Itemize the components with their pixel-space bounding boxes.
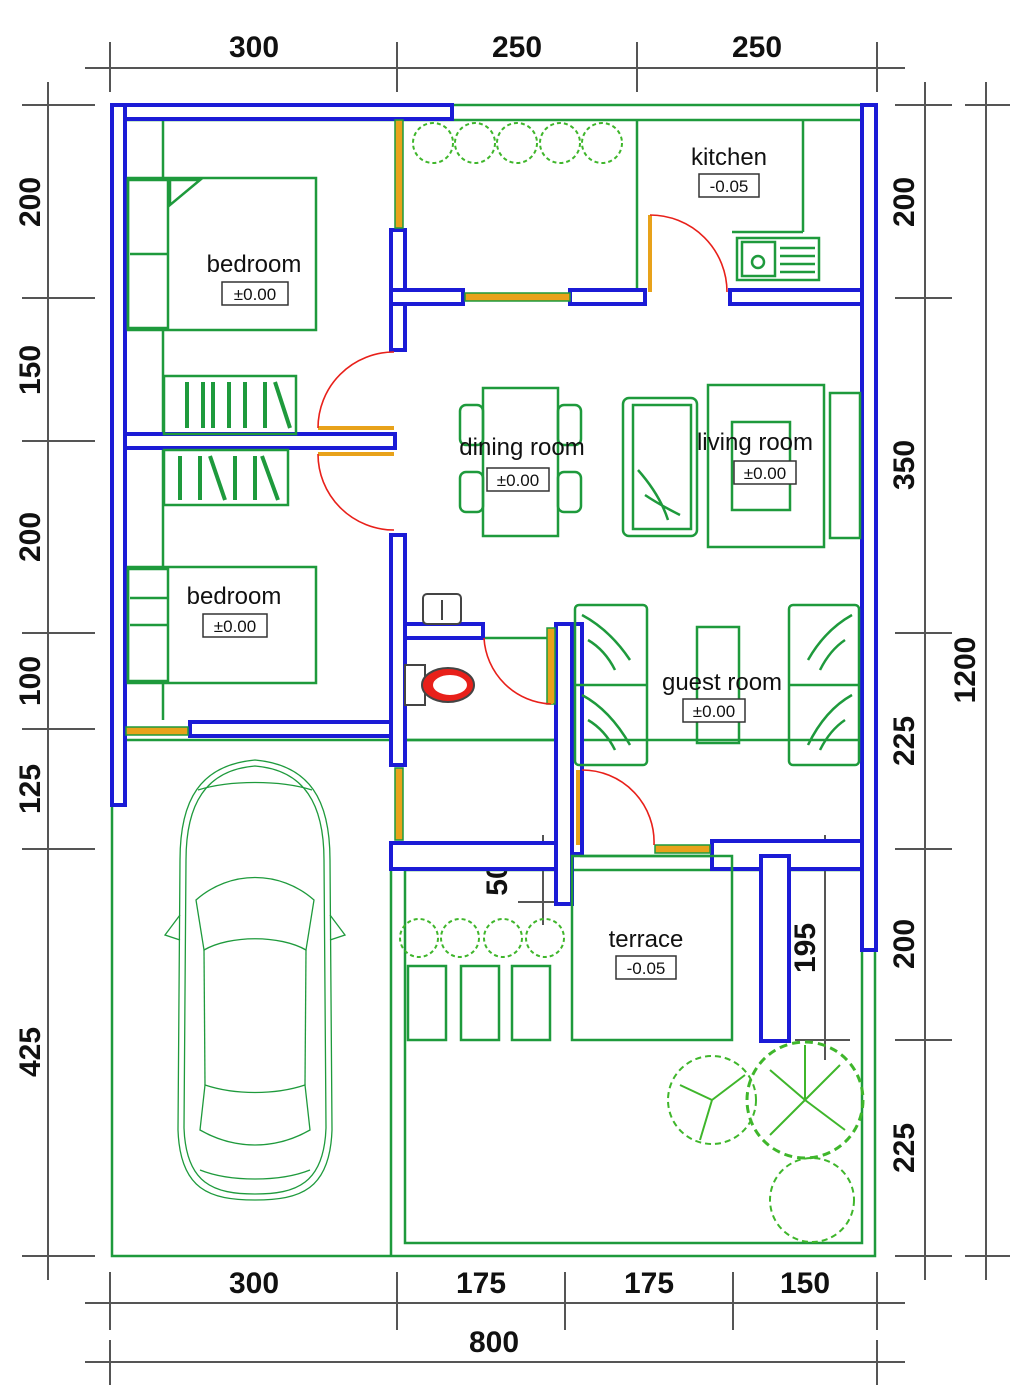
bathroom-fixtures [404, 593, 475, 706]
dim-total-width: 800 [469, 1326, 519, 1359]
room-level: -0.05 [710, 177, 749, 196]
terrace-outline [570, 854, 734, 1042]
room-bedroom-1: bedroom ±0.00 [207, 251, 302, 306]
dim-left-1: 200 [14, 177, 47, 227]
bedroom-2-furniture [126, 448, 318, 685]
room-name: living room [697, 429, 813, 456]
dim-right-3: 225 [888, 716, 921, 766]
room-level: ±0.00 [234, 285, 276, 304]
dim-top-1: 300 [229, 31, 279, 64]
dim-left-2: 150 [14, 345, 47, 395]
car-icon [163, 759, 347, 1201]
tree-icon [667, 1040, 865, 1243]
room-name: guest room [662, 669, 782, 696]
room-kitchen: kitchen -0.05 [691, 144, 767, 198]
dim-bottom-3: 175 [624, 1267, 674, 1300]
plants-front [399, 918, 565, 958]
dim-left-5: 125 [14, 764, 47, 814]
dim-bottom-4: 150 [780, 1267, 830, 1300]
planter-boxes [406, 964, 552, 1042]
kitchen-sink [735, 236, 821, 282]
room-name: kitchen [691, 144, 767, 171]
room-bedroom-2: bedroom ±0.00 [187, 583, 282, 638]
room-terrace: terrace -0.05 [609, 926, 684, 980]
walls [110, 103, 878, 1043]
room-level: ±0.00 [214, 617, 256, 636]
room-living: living room ±0.00 [697, 429, 813, 485]
dining-table [458, 386, 583, 538]
dim-right-2: 350 [888, 440, 921, 490]
dim-bottom-2: 175 [456, 1267, 506, 1300]
dim-left-3: 200 [14, 512, 47, 562]
room-level: -0.05 [627, 959, 666, 978]
room-name: bedroom [207, 251, 302, 278]
dim-right-5: 225 [888, 1123, 921, 1173]
room-level: ±0.00 [693, 702, 735, 721]
room-name: terrace [609, 926, 684, 953]
dim-total-height: 1200 [949, 637, 982, 704]
plants-top [412, 122, 623, 164]
dim-bottom-1: 300 [229, 1267, 279, 1300]
dim-right-4: 200 [888, 919, 921, 969]
dim-inner-195: 195 [789, 923, 822, 973]
room-guest: guest room ±0.00 [662, 669, 782, 723]
dimension-labels: 300 250 250 300 175 175 150 800 200 150 … [14, 31, 982, 1359]
dim-right-1: 200 [888, 177, 921, 227]
dim-top-2: 250 [492, 31, 542, 64]
room-level: ±0.00 [497, 471, 539, 490]
dim-left-6: 425 [14, 1027, 47, 1077]
room-name: bedroom [187, 583, 282, 610]
room-name: dining room [459, 434, 584, 461]
doors [317, 214, 728, 846]
bedroom-1-furniture [126, 176, 318, 436]
room-level: ±0.00 [744, 464, 786, 483]
room-dining: dining room ±0.00 [459, 434, 585, 492]
dim-top-3: 250 [732, 31, 782, 64]
room-labels: bedroom ±0.00 bedroom ±0.00 kitchen -0.0… [187, 144, 813, 980]
guest-room-furniture [573, 603, 861, 767]
dimension-lines [22, 42, 1010, 1385]
dim-left-4: 100 [14, 656, 47, 706]
